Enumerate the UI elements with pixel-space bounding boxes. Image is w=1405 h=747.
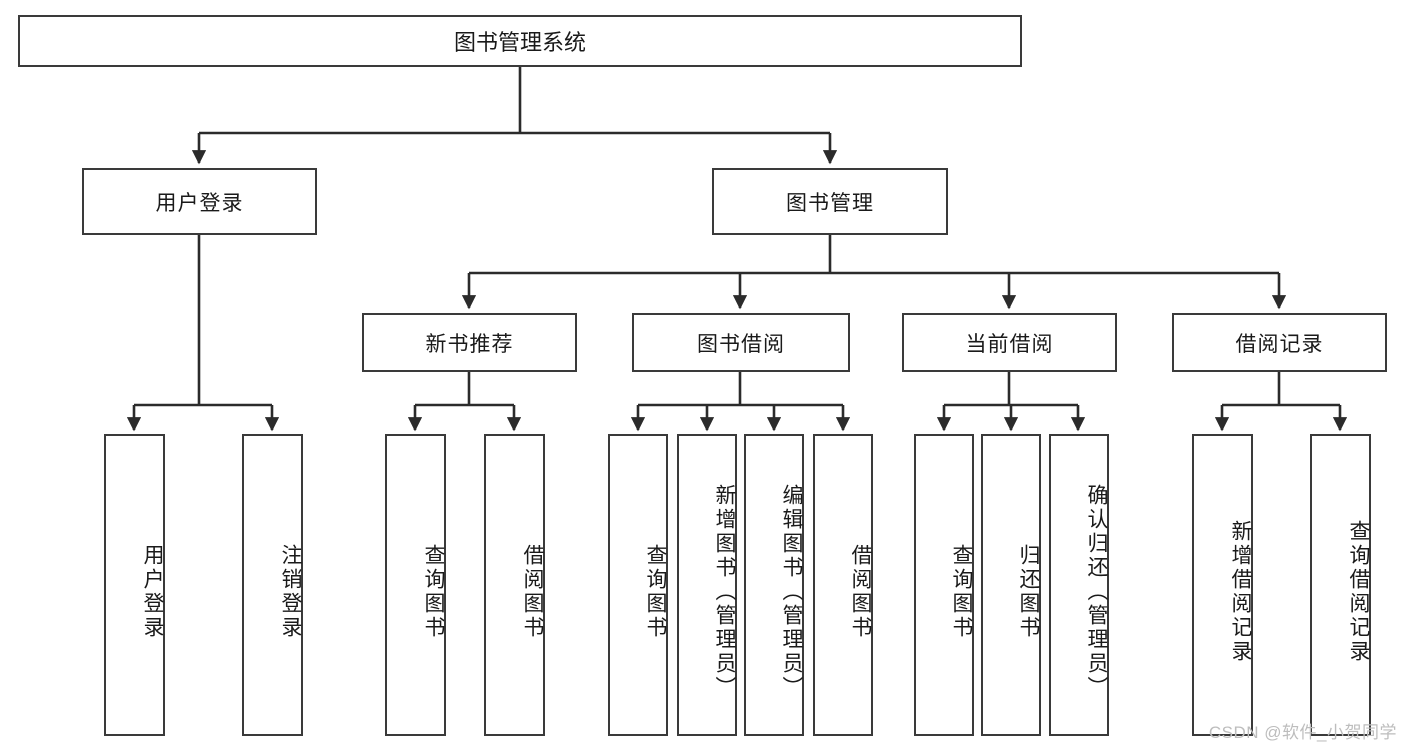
node-book-management[interactable]: 图书管理 (712, 168, 948, 235)
node-borrow-record[interactable]: 借阅记录 (1172, 313, 1387, 372)
leaf-user-login-logout[interactable]: 注销登录 (242, 434, 303, 736)
leaf-record-query[interactable]: 查询借阅记录 (1310, 434, 1371, 736)
leaf-new-book-borrow[interactable]: 借阅图书 (484, 434, 545, 736)
leaf-current-query-book[interactable]: 查询图书 (914, 434, 974, 736)
leaf-record-add[interactable]: 新增借阅记录 (1192, 434, 1253, 736)
leaf-current-confirm-return-admin[interactable]: 确认归还（管理员） (1049, 434, 1109, 736)
leaf-borrow-edit-book-admin[interactable]: 编辑图书（管理员） (744, 434, 804, 736)
watermark-text: CSDN @软件_小贺同学 (1208, 723, 1397, 742)
node-book-borrow[interactable]: 图书借阅 (632, 313, 850, 372)
leaf-new-book-query[interactable]: 查询图书 (385, 434, 446, 736)
leaf-user-login-login[interactable]: 用户登录 (104, 434, 165, 736)
node-current-borrow[interactable]: 当前借阅 (902, 313, 1117, 372)
node-new-book-recommend[interactable]: 新书推荐 (362, 313, 577, 372)
node-user-login[interactable]: 用户登录 (82, 168, 317, 235)
leaf-borrow-add-book-admin[interactable]: 新增图书（管理员） (677, 434, 737, 736)
leaf-borrow-borrow-book[interactable]: 借阅图书 (813, 434, 873, 736)
node-root-system[interactable]: 图书管理系统 (18, 15, 1022, 67)
leaf-current-return-book[interactable]: 归还图书 (981, 434, 1041, 736)
leaf-borrow-query-book[interactable]: 查询图书 (608, 434, 668, 736)
